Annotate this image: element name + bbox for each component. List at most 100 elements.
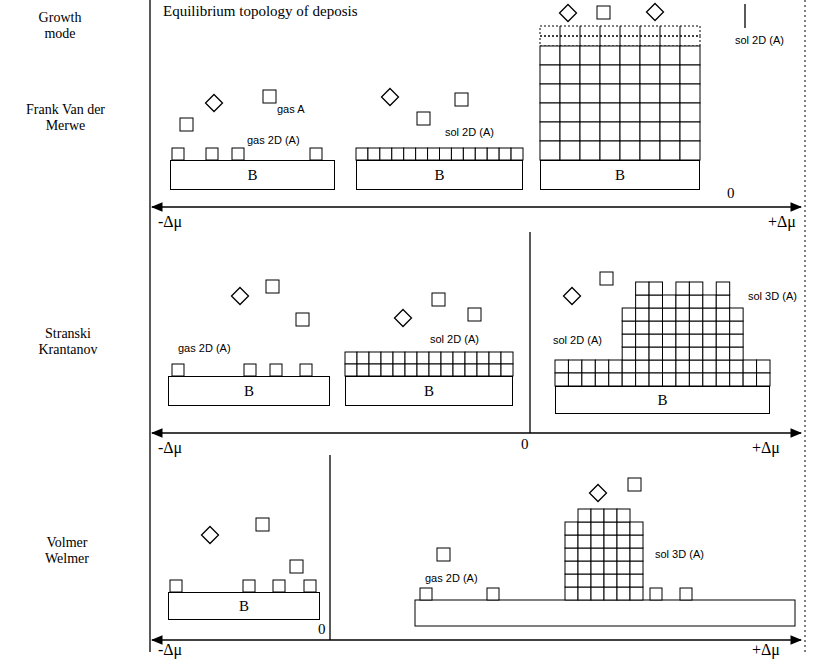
- atom-cell: [540, 65, 560, 84]
- atom-cell: [620, 65, 640, 84]
- atom-cell: [540, 103, 560, 122]
- atom-cell: [565, 548, 578, 561]
- axis-zero: 0: [318, 622, 326, 637]
- atom-cell: [676, 308, 689, 321]
- atom-cell: [617, 509, 630, 522]
- atom-cell: [170, 580, 182, 592]
- atom-cell: [609, 360, 622, 373]
- dashed-cell: [540, 26, 560, 36]
- atom-cell: [660, 141, 680, 160]
- atom-cell: [676, 360, 689, 373]
- substrate-box: B: [356, 160, 523, 190]
- atom-cell: [689, 334, 702, 347]
- atom-cell: [640, 141, 660, 160]
- atom-cell: [489, 352, 501, 364]
- atom-cell: [620, 141, 640, 160]
- gas-atom-square: [290, 560, 303, 573]
- atom-cell: [630, 561, 643, 574]
- gas-atom-square: [180, 118, 193, 131]
- gas-atom-square: [597, 6, 610, 19]
- gas-atom-diamond: [560, 5, 577, 22]
- phase-label: gas 2D (A): [178, 342, 231, 355]
- atom-cell: [604, 509, 617, 522]
- atom-cell: [487, 148, 499, 160]
- atom-cell: [676, 334, 689, 347]
- dashed-cell: [660, 26, 680, 36]
- gas-atom-diamond: [232, 288, 249, 305]
- atom-cell: [475, 148, 487, 160]
- atom-cell: [620, 103, 640, 122]
- phase-label: sol 3D (A): [655, 548, 704, 561]
- atom-cell: [689, 373, 702, 386]
- atom-cell: [310, 148, 322, 160]
- atom-cell: [622, 334, 635, 347]
- atom-cell: [300, 364, 312, 376]
- atom-cell: [689, 347, 702, 360]
- atom-cell: [650, 588, 662, 600]
- atom-cell: [660, 122, 680, 141]
- atom-cell: [730, 373, 743, 386]
- atom-cell: [680, 103, 700, 122]
- atom-cell: [636, 334, 649, 347]
- gas-atom-square: [628, 478, 641, 491]
- atom-cell: [622, 347, 635, 360]
- atom-cell: [680, 65, 700, 84]
- growth-mode-header: Growth mode: [30, 10, 90, 42]
- phase-label: sol 2D (A): [553, 334, 602, 347]
- atom-cell: [540, 46, 560, 65]
- atom-cell: [565, 587, 578, 600]
- atom-cell: [582, 360, 595, 373]
- atom-cell: [660, 103, 680, 122]
- atom-cell: [393, 352, 405, 364]
- phase-label: gas A: [277, 103, 305, 116]
- atom-cell: [757, 360, 770, 373]
- atom-cell: [568, 360, 581, 373]
- atom-cell: [716, 373, 729, 386]
- atom-cell: [540, 141, 560, 160]
- atom-cell: [560, 122, 580, 141]
- atom-cell: [649, 334, 662, 347]
- gas-atom-diamond: [564, 288, 581, 305]
- substrate-box: B: [168, 376, 330, 406]
- axis-label: -Δμ: [158, 642, 182, 658]
- atom-cell: [417, 352, 429, 364]
- delta-mu-axis: [152, 206, 801, 207]
- atom-cell: [578, 522, 591, 535]
- atom-cell: [622, 321, 635, 334]
- zero-line: [744, 4, 745, 28]
- delta-mu-axis: [152, 432, 801, 433]
- atom-cell: [743, 373, 756, 386]
- atom-cell: [630, 548, 643, 561]
- zero-line: [529, 232, 530, 433]
- atom-cell: [703, 295, 716, 308]
- substrate-box: B: [540, 160, 700, 190]
- atom-cell: [501, 352, 513, 364]
- atom-cell: [304, 580, 316, 592]
- atom-cell: [663, 308, 676, 321]
- phase-label: sol 2D (A): [430, 333, 479, 346]
- atom-cell: [663, 334, 676, 347]
- atom-cell: [703, 360, 716, 373]
- atom-cell: [649, 295, 662, 308]
- substrate-box: B: [170, 160, 335, 190]
- substrate-label: B: [244, 384, 254, 399]
- atom-cell: [604, 548, 617, 561]
- atom-cell: [604, 561, 617, 574]
- atom-cell: [730, 308, 743, 321]
- atom-cell: [417, 364, 429, 376]
- zero-line: [329, 455, 330, 640]
- axis-label: +Δμ: [752, 440, 780, 456]
- atom-cell: [463, 148, 475, 160]
- atom-cell: [356, 148, 368, 160]
- atom-cell: [640, 122, 660, 141]
- atom-cell: [680, 588, 692, 600]
- atom-cell: [716, 282, 729, 295]
- dashed-cell: [540, 36, 560, 46]
- atom-cell: [453, 364, 465, 376]
- dashed-cell: [560, 36, 580, 46]
- atom-cell: [578, 535, 591, 548]
- atom-cell: [428, 148, 440, 160]
- atom-cell: [345, 352, 357, 364]
- gas-atom-square: [266, 280, 279, 293]
- atom-cell: [630, 535, 643, 548]
